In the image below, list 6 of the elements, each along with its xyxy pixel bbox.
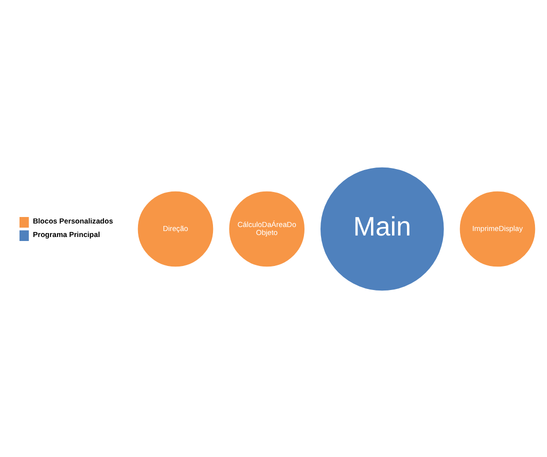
node-circle: CálculoDaÁreaDo Objeto	[228, 190, 306, 268]
node-circle: Direção	[136, 190, 214, 268]
legend-label: Programa Principal	[32, 229, 100, 238]
node-circle: Main	[319, 166, 446, 292]
node-circle: ImprimeDisplay	[458, 190, 536, 268]
legend-label: Blocos Personalizados	[32, 216, 114, 226]
